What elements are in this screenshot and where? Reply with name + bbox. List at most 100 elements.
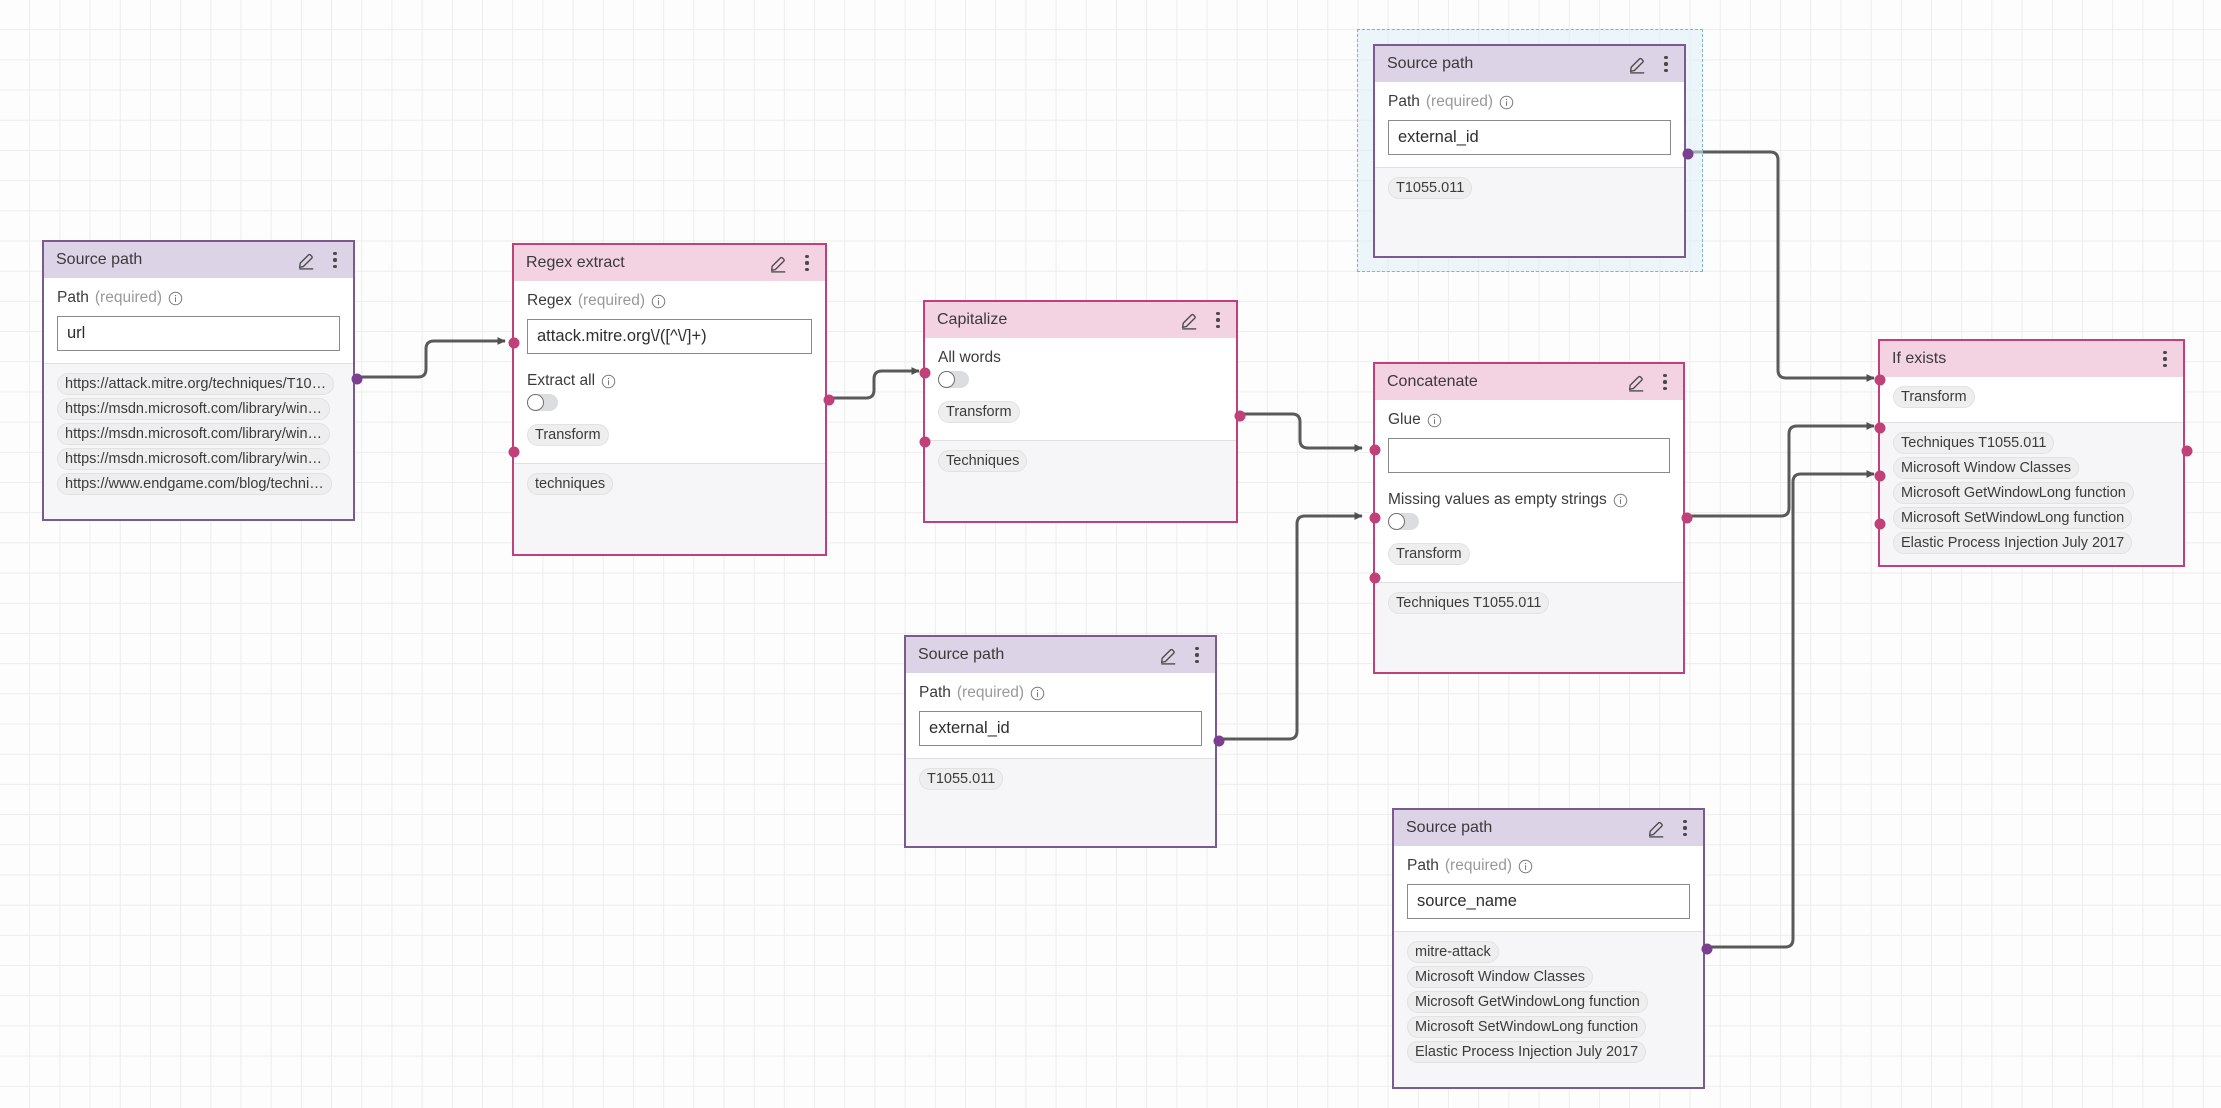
- output-chip: Microsoft GetWindowLong function: [1407, 991, 1648, 1013]
- node-header[interactable]: Concatenate: [1375, 364, 1683, 400]
- glue-input[interactable]: [1388, 438, 1670, 473]
- path-input[interactable]: external_id: [1388, 120, 1671, 155]
- transform-input-port[interactable]: [1369, 572, 1381, 584]
- info-icon[interactable]: [1518, 859, 1533, 874]
- transform-chip: Transform: [1893, 386, 1975, 408]
- input-port-2[interactable]: [1874, 422, 1886, 434]
- field-label-path: Path (required): [919, 684, 1202, 702]
- toggle-label-text: All words: [938, 349, 1001, 366]
- more-vertical-icon[interactable]: [1677, 819, 1693, 838]
- edge-sourceid-mid-to-concatenate: [1217, 512, 1363, 741]
- field-label-text: Glue: [1388, 411, 1421, 428]
- node-header[interactable]: Source path: [1375, 46, 1684, 82]
- more-vertical-icon[interactable]: [327, 251, 343, 270]
- node-title: Capitalize: [937, 311, 1008, 328]
- output-port[interactable]: [351, 373, 363, 385]
- node-header[interactable]: Regex extract: [514, 245, 825, 281]
- input-port[interactable]: [508, 337, 520, 349]
- node-output-preview: mitre-attack Microsoft Window Classes Mi…: [1394, 931, 1703, 1087]
- info-icon[interactable]: [1613, 493, 1628, 508]
- node-header[interactable]: Source path: [906, 637, 1215, 673]
- info-icon[interactable]: [1030, 686, 1045, 701]
- node-source-path-external-id-top[interactable]: Source path Path (required): [1373, 44, 1694, 258]
- path-input[interactable]: external_id: [919, 711, 1202, 746]
- output-chip: Microsoft Window Classes: [1893, 457, 2080, 479]
- input-port-glue[interactable]: [1369, 444, 1381, 456]
- info-icon[interactable]: [168, 291, 183, 306]
- node-body: Glue Missing values as empty strings: [1375, 400, 1683, 582]
- transform-input-port[interactable]: [1874, 518, 1886, 530]
- output-chip: https://msdn.microsoft.com/library/win…: [57, 423, 331, 445]
- output-port[interactable]: [1682, 148, 1694, 160]
- input-port-3[interactable]: [1874, 470, 1886, 482]
- pencil-icon[interactable]: [1647, 819, 1666, 838]
- node-regex-extract[interactable]: Regex extract Regex (required): [508, 243, 835, 556]
- regex-input[interactable]: attack.mitre.org\/([^\/]+): [527, 319, 812, 354]
- pencil-icon[interactable]: [1627, 373, 1646, 392]
- field-label-text: Path: [1407, 857, 1439, 874]
- node-title: Regex extract: [526, 254, 625, 271]
- extract-all-toggle[interactable]: [527, 393, 558, 411]
- edge-regex-to-capitalize: [827, 367, 920, 400]
- node-header[interactable]: If exists: [1880, 341, 2183, 377]
- output-chip: Microsoft SetWindowLong function: [1893, 507, 2133, 529]
- node-output-preview: T1055.011: [906, 758, 1215, 846]
- field-label-regex: Regex (required): [527, 292, 812, 310]
- output-port[interactable]: [1213, 735, 1225, 747]
- field-label-all-words: All words: [938, 349, 1223, 367]
- transform-input-port[interactable]: [919, 436, 931, 448]
- more-vertical-icon[interactable]: [1210, 311, 1226, 330]
- output-chip: Techniques: [938, 450, 1028, 472]
- more-vertical-icon[interactable]: [799, 254, 815, 273]
- output-port[interactable]: [823, 394, 835, 406]
- pencil-icon[interactable]: [769, 254, 788, 273]
- more-vertical-icon[interactable]: [2157, 350, 2173, 369]
- node-header[interactable]: Capitalize: [925, 302, 1236, 338]
- pencil-icon[interactable]: [1628, 55, 1647, 74]
- required-marker: (required): [1444, 857, 1513, 874]
- all-words-toggle[interactable]: [938, 370, 969, 388]
- output-port[interactable]: [2181, 445, 2193, 457]
- missing-values-toggle[interactable]: [1388, 512, 1419, 530]
- pencil-icon[interactable]: [1159, 646, 1178, 665]
- more-vertical-icon[interactable]: [1658, 55, 1674, 74]
- node-source-path-url[interactable]: Source path Path (required): [42, 240, 363, 521]
- pencil-icon[interactable]: [1180, 311, 1199, 330]
- node-concatenate[interactable]: Concatenate Glue: [1369, 362, 1693, 674]
- more-vertical-icon[interactable]: [1189, 646, 1205, 665]
- node-header[interactable]: Source path: [44, 242, 353, 278]
- info-icon[interactable]: [1499, 95, 1514, 110]
- transform-chip: Transform: [1388, 543, 1470, 565]
- output-port[interactable]: [1234, 410, 1246, 422]
- transform-chip: Transform: [938, 401, 1020, 423]
- info-icon[interactable]: [1427, 413, 1442, 428]
- node-output-preview: Techniques: [925, 440, 1236, 521]
- node-if-exists[interactable]: If exists Transform Techniques T1055.011…: [1874, 339, 2193, 567]
- transform-input-port[interactable]: [508, 446, 520, 458]
- node-source-path-external-id-mid[interactable]: Source path Path (required): [904, 635, 1225, 848]
- node-output-preview: techniques: [514, 463, 825, 554]
- path-input[interactable]: source_name: [1407, 884, 1690, 919]
- info-icon[interactable]: [651, 294, 666, 309]
- output-chip: T1055.011: [919, 768, 1004, 790]
- input-port-1[interactable]: [1874, 374, 1886, 386]
- node-source-path-source-name[interactable]: Source path Path (required): [1392, 808, 1713, 1089]
- input-port[interactable]: [919, 367, 931, 379]
- node-title: Source path: [56, 251, 143, 268]
- info-icon[interactable]: [601, 374, 616, 389]
- node-body: Path (required) external_id: [1375, 82, 1684, 167]
- output-chip: Microsoft GetWindowLong function: [1893, 482, 2134, 504]
- output-chip: Techniques T1055.011: [1388, 592, 1550, 614]
- node-header[interactable]: Source path: [1394, 810, 1703, 846]
- node-capitalize[interactable]: Capitalize All words Transform Tec: [919, 300, 1246, 523]
- output-port[interactable]: [1681, 512, 1693, 524]
- input-port-values[interactable]: [1369, 512, 1381, 524]
- required-marker: (required): [956, 684, 1025, 701]
- edge-concatenate-to-ifexists: [1685, 422, 1875, 518]
- path-input[interactable]: url: [57, 316, 340, 351]
- pencil-icon[interactable]: [297, 251, 316, 270]
- output-port[interactable]: [1701, 943, 1713, 955]
- more-vertical-icon[interactable]: [1657, 373, 1673, 392]
- node-title: Source path: [1387, 55, 1474, 72]
